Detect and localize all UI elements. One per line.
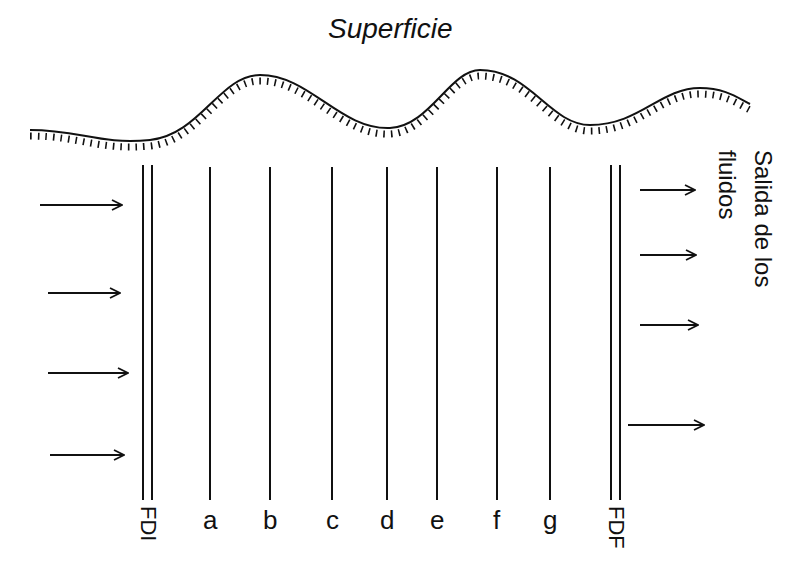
fault-label: a [203,506,217,535]
fault-lines [143,165,620,500]
fault-label: e [430,506,444,535]
fault-label: d [380,506,394,535]
fault-label: FDI [136,506,160,541]
outflow-note: Salida de los fluidos [709,150,781,340]
fault-label: b [263,506,277,535]
surface-line [30,70,750,147]
inflow-arrows [40,205,128,455]
fault-label: c [326,506,339,535]
surface-title: Superficie [328,14,453,45]
outflow-arrows [628,190,704,425]
fault-label: g [543,506,557,535]
fault-label: f [493,506,500,535]
fault-label: FDF [604,506,628,549]
